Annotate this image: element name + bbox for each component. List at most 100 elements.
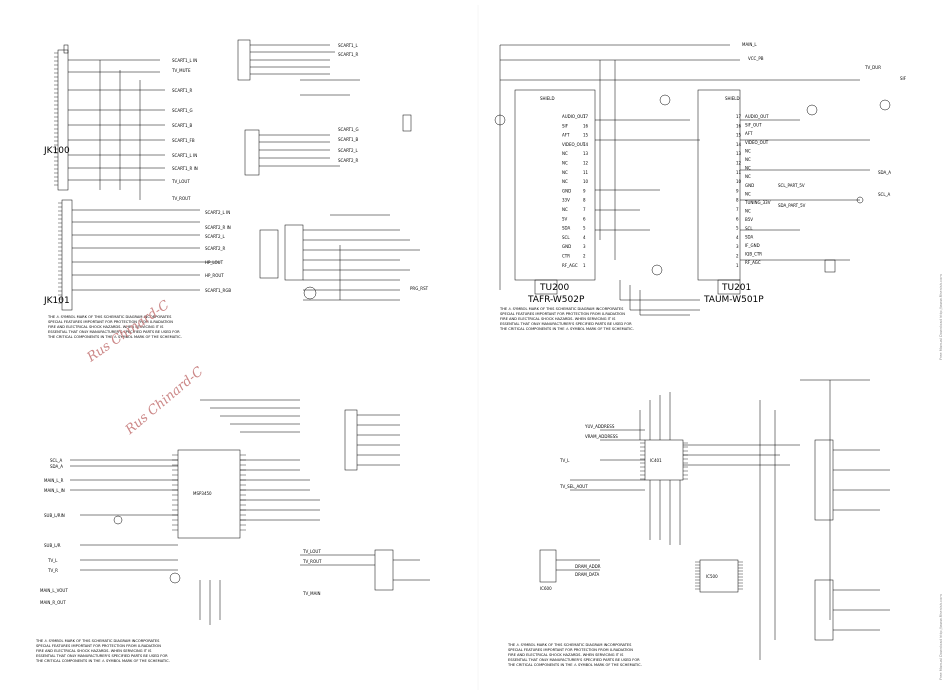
note-line: THE CRITICAL COMPONENTS IN THE ⚠ SYMBOL … [47, 335, 182, 339]
tuner-pin-number: 4 [736, 235, 739, 240]
net-label: SDA_A [878, 170, 891, 175]
tuner-pin-name: NC [745, 157, 751, 162]
net-label: YUV_ADDRESS [584, 424, 615, 429]
net-label: MAIN_L_VOUT [40, 588, 68, 593]
net-label: TV_MAIN [302, 591, 321, 596]
net-label: SCL_PART_5V [778, 183, 805, 188]
tuner-pin-name: 5V [562, 216, 568, 221]
net-label: VRAM_ADDRESS [585, 434, 618, 439]
tuner-pin-name: NC [745, 166, 751, 171]
tuner-pin-number: 14 [583, 142, 589, 147]
tuner-pin-name: TUNING_33V [744, 200, 771, 205]
net-label: SCART2_L [205, 234, 226, 239]
tuner-pin-name: VIDEO_OUT [745, 140, 769, 145]
tuner-pin-number: 16 [583, 123, 589, 128]
tuner-pin-name: NC [562, 151, 568, 156]
tuner-pin-name: SCL [745, 226, 753, 231]
note-line: FIRE AND ELECTRICAL SHOCK HAZARDS. WHEN … [36, 649, 152, 653]
tuner-labels: TU200 TAFR-W502P TU201 TAUM-W501P SHIELD… [527, 96, 764, 305]
tuner-pin-number: 10 [583, 179, 589, 184]
tuner-pin-name: IF_GND [745, 243, 760, 248]
note-line: ESSENTIAL THAT ONLY MANUFACTURER'S SPECI… [508, 658, 640, 662]
net-labels-bottom-left: SCL_A SDA_A MAIN_L_R MAIN_L_IN SUB_L/RIN… [40, 458, 322, 605]
net-label: SDA_PART_5V [778, 203, 806, 208]
tuner-pin-number: 13 [583, 151, 589, 156]
jk100-label: JK100 [43, 146, 70, 156]
tuner-pin-number: 13 [736, 151, 742, 156]
tuner-pin-number: 15 [736, 133, 742, 138]
tuner-pin-name: SIF [562, 123, 569, 128]
tuner-pin-number: 12 [583, 161, 589, 166]
tuner-pin-number: 9 [736, 188, 739, 193]
tuner-pin-number: 7 [736, 207, 739, 212]
tuner-pin-number: 1 [583, 263, 586, 268]
note-line: THE ⚠ SYMBOL MARK OF THIS SCHEMATIC DIAG… [47, 315, 172, 319]
note-line: ESSENTIAL THAT ONLY MANUFACTURER'S SPECI… [48, 330, 180, 334]
tuner-pin-name: SIF_OUT [745, 123, 762, 128]
jk101-label: JK101 [43, 296, 70, 306]
net-label: HP_LOUT [205, 260, 224, 265]
tuner-pin-name: NC [745, 174, 751, 179]
note-line: THE ⚠ SYMBOL MARK OF THIS SCHEMATIC DIAG… [499, 307, 624, 311]
shield-label: SHIELD [540, 96, 555, 101]
net-label: SCART2_L [338, 148, 359, 153]
watermark-text: Rus Chinard-C [122, 364, 206, 438]
note-line: FIRE AND ELECTRICAL SHOCK HAZARDS. WHEN … [508, 653, 624, 657]
tuner-pin-number: 6 [736, 216, 739, 221]
net-label: SIF [900, 76, 907, 81]
note-line: FIRE AND ELECTRICAL SHOCK HAZARDS. WHEN … [48, 325, 164, 329]
quadrant-bottom-left [70, 399, 430, 625]
memory-chip [539, 549, 557, 583]
tuner-pin-number: 6 [583, 216, 586, 221]
tuner-tu200-pins: 17AUDIO_OUT16SIF15AFT14VIDEO_OUT13NC12NC… [562, 114, 589, 268]
tuner-tu201-box [697, 89, 741, 281]
tuner-pin-name: NC [562, 170, 568, 175]
tuner-pin-number: 1 [736, 263, 739, 268]
net-label: TV_L [47, 558, 58, 563]
tuner-pin-name: AFT [745, 131, 753, 136]
tuner-pin-number: 17 [583, 114, 589, 119]
net-label: SCART1_R [338, 52, 359, 57]
quadrant-top-left [54, 39, 420, 311]
safety-note-bl: THE ⚠ SYMBOL MARK OF THIS SCHEMATIC DIAG… [35, 639, 170, 663]
tuner-pin-name: NC [745, 209, 751, 214]
tuner-pin-name: CTR [562, 254, 570, 259]
net-label: TV_ROUT [171, 196, 191, 201]
tuner-pin-number: 10 [736, 179, 742, 184]
net-label: TV_DUR [864, 65, 881, 70]
net-label: SCART1_FB [172, 138, 195, 143]
net-label: SCART1_G [172, 108, 193, 113]
net-labels-top-mid: SCART1_L SCART1_R SCART1_G SCART1_B SCAR… [338, 43, 429, 291]
net-label: SCART2_R IN [205, 225, 231, 230]
shield-label: SHIELD [725, 96, 740, 101]
net-label: TV_SEL_AOUT [559, 484, 588, 489]
video-processor-label: IC401 [650, 458, 662, 463]
tuner-pin-name: AUDIO_OUT [745, 114, 769, 119]
tuner-tu200-ref: TU200 [539, 283, 570, 293]
quadrant-bottom-right [539, 379, 890, 660]
net-label: SCART2_L IN [205, 210, 230, 215]
tuner-pin-number: 15 [583, 133, 589, 138]
tuner-pin-name: B5V [745, 217, 753, 222]
net-label: SDA_A [50, 464, 63, 469]
tuner-pin-number: 8 [583, 198, 586, 203]
opamp-chip [374, 549, 394, 591]
tuner-pin-name: NC [562, 179, 568, 184]
tuner-pin-name: AFT [562, 133, 570, 138]
net-label: DRAM_DATA [575, 572, 599, 577]
net-label: SCART1_R [172, 88, 193, 93]
tuner-pin-name: GND [562, 244, 571, 249]
tuner-pin-number: 8 [736, 198, 739, 203]
tuner-pin-name: AUDIO_OUT [562, 114, 586, 119]
net-label: DRAM_ADDR [575, 564, 601, 569]
tuner-pin-number: 3 [736, 244, 739, 249]
tuner-pin-name: NC [745, 191, 751, 196]
tuner-pin-name: GND [562, 188, 571, 193]
note-line: THE CRITICAL COMPONENTS IN THE ⚠ SYMBOL … [499, 327, 634, 331]
tuner-pin-number: 3 [583, 244, 586, 249]
tuner-pin-number: 16 [736, 123, 742, 128]
net-label: SCART1_L [338, 43, 359, 48]
note-line: SPECIAL FEATURES IMPORTANT FOR PROTECTIO… [48, 320, 173, 324]
net-labels-bottom-right: YUV_ADDRESS VRAM_ADDRESS TV_L TV_SEL_AOU… [559, 424, 618, 577]
tuner-pin-name: 33V [562, 198, 570, 203]
